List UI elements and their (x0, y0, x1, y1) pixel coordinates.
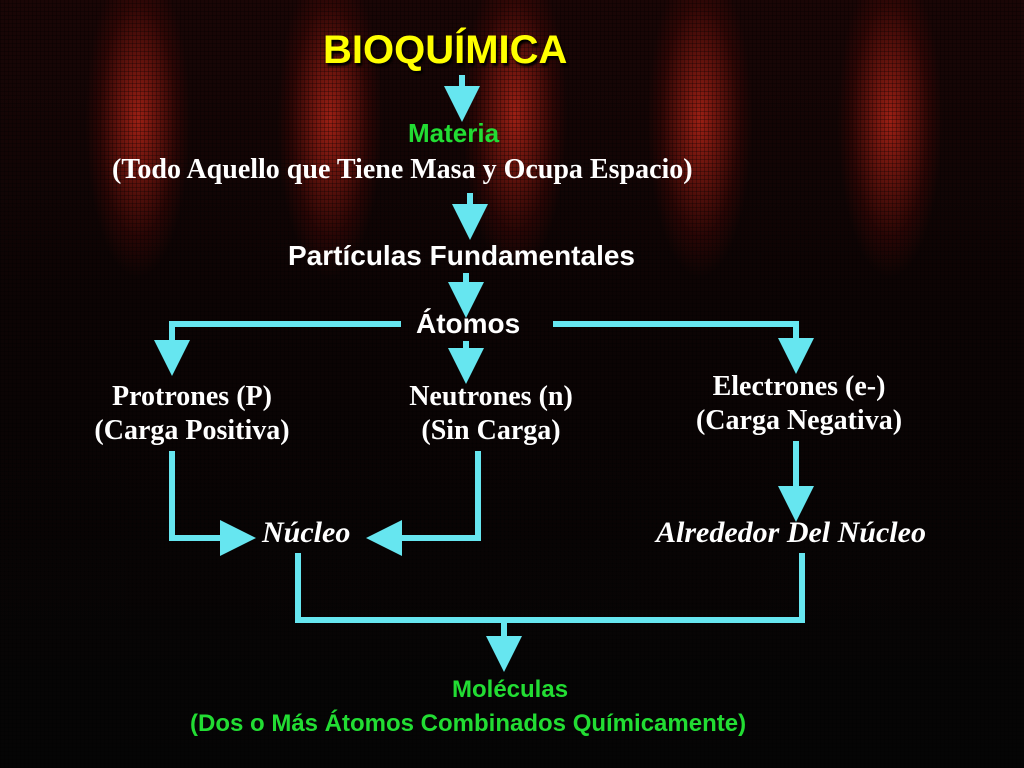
connector-nucleo-bottom (295, 553, 805, 623)
electrones-block: Electrones (e-) (Carga Negativa) (664, 370, 934, 438)
particulas-label: Partículas Fundamentales (288, 240, 636, 271)
arrow-atomos-to-electrones (553, 321, 814, 374)
arrow-atomos-to-protones (154, 321, 401, 376)
protones-block: Protrones (P) (Carga Positiva) (72, 380, 312, 448)
materia-label: Materia (408, 118, 500, 148)
protones-charge: (Carga Positiva) (94, 415, 290, 446)
neutrones-block: Neutrones (n) (Sin Carga) (384, 380, 598, 448)
page-title: BIOQUÍMICA (323, 28, 568, 72)
moleculas-label: Moléculas (452, 676, 569, 703)
neutrones-charge: (Sin Carga) (421, 415, 561, 446)
arrow-protones-to-nucleo (169, 451, 256, 556)
nucleo-label: Núcleo (262, 516, 351, 549)
neutrones-name: Neutrones (n) (409, 381, 573, 412)
electrones-charge: (Carga Negativa) (695, 405, 903, 436)
moleculas-definition: (Dos o Más Átomos Combinados Químicament… (190, 710, 747, 737)
atomos-label: Átomos (416, 308, 521, 339)
alrededor-label: Alrededor Del Núcleo (656, 516, 926, 549)
electrones-name: Electrones (e-) (712, 371, 886, 402)
arrow-neutrones-to-nucleo (366, 451, 481, 556)
materia-definition: (Todo Aquello que Tiene Masa y Ocupa Esp… (112, 154, 693, 185)
protones-name: Protrones (P) (112, 381, 272, 412)
